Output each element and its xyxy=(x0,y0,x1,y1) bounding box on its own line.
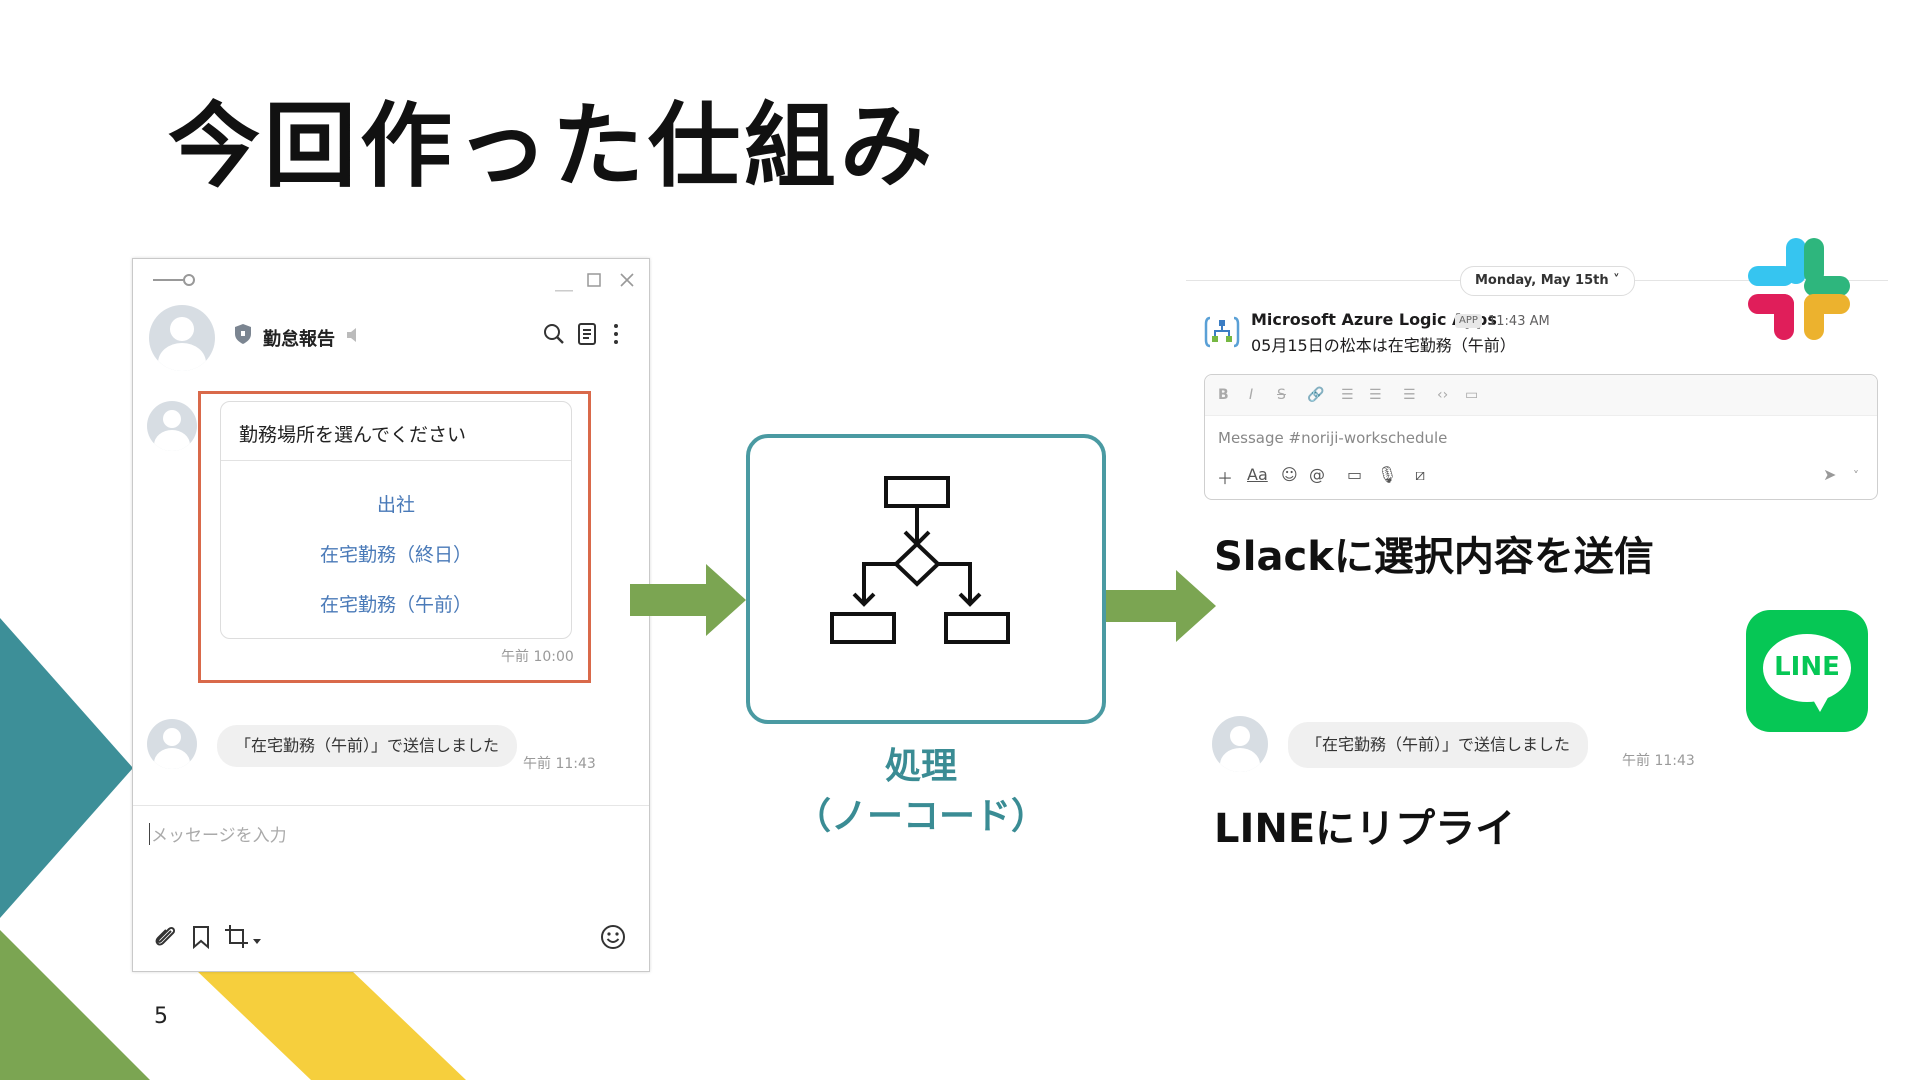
process-box xyxy=(746,434,1106,724)
text-caret xyxy=(149,823,150,845)
flowchart-icon xyxy=(830,476,1010,644)
code-icon[interactable]: ‹› xyxy=(1437,387,1449,403)
arrow-right-1 xyxy=(630,564,746,636)
slack-panel: Monday, May 15th ˅ Microsoft Azure Logic… xyxy=(1186,260,1888,510)
search-icon[interactable] xyxy=(541,321,567,347)
input-divider xyxy=(133,805,649,806)
speaker-icon xyxy=(347,328,356,342)
blockquote-icon[interactable]: ☰ xyxy=(1403,387,1416,403)
yellow-stripe xyxy=(196,970,466,1080)
highlight-frame: 勤務場所を選んでください 出社 在宅勤務（終日） 在宅勤務（午前） 午前 10:… xyxy=(198,391,591,683)
lineworks-chat-window: ＿ 勤怠報告 勤務場所を選んでください 出社 在宅勤務（終日） 在宅勤務（午前）… xyxy=(132,258,650,972)
page-number: 5 xyxy=(154,1004,168,1029)
line-reply-caption: LINEにリプライ xyxy=(1214,806,1516,852)
sent-message-bubble: 「在宅勤務（午前）」で送信しました xyxy=(217,725,518,767)
line-bot-avatar xyxy=(1212,716,1268,772)
line-logo-icon: LINE xyxy=(1746,610,1868,732)
process-label-line2: （ノーコード） xyxy=(794,796,1047,838)
code-block-icon[interactable]: ▭ xyxy=(1465,387,1479,403)
chevron-down-icon[interactable]: ˅ xyxy=(1853,469,1859,483)
attachment-icon[interactable] xyxy=(151,923,179,951)
pin-icon[interactable] xyxy=(153,273,197,287)
date-pill[interactable]: Monday, May 15th ˅ xyxy=(1460,266,1635,296)
option-button-remote-morning[interactable]: 在宅勤務（午前） xyxy=(319,594,472,616)
message-input[interactable]: メッセージを入力 xyxy=(151,826,287,846)
more-vertical-icon[interactable] xyxy=(603,321,629,347)
slide-title: 今回作った仕組み xyxy=(168,93,937,200)
green-triangle xyxy=(0,930,150,1080)
room-name: 勤怠報告 xyxy=(263,329,335,350)
plus-icon[interactable]: ＋ xyxy=(1217,469,1234,488)
teal-triangle xyxy=(0,618,133,918)
slack-logo-icon xyxy=(1748,238,1850,340)
logic-apps-icon xyxy=(1204,316,1240,348)
mention-icon[interactable]: @ xyxy=(1309,465,1325,484)
bot-avatar xyxy=(147,401,197,451)
slack-message: 05月15日の松本は在宅勤務（午前） xyxy=(1251,336,1516,355)
option-button-remote-full-day[interactable]: 在宅勤務（終日） xyxy=(319,544,472,566)
ordered-list-icon[interactable]: ☰ xyxy=(1341,387,1354,403)
composer-input[interactable]: Message #noriji-workschedule xyxy=(1218,429,1448,447)
slack-caption: Slackに選択内容を送信 xyxy=(1214,534,1654,580)
date-pill-text: Monday, May 15th xyxy=(1475,273,1609,288)
bulleted-list-icon[interactable]: ☰ xyxy=(1369,387,1382,403)
card-question: 勤務場所を選んでください xyxy=(239,424,467,446)
slash-command-icon[interactable]: ⧄ xyxy=(1415,465,1426,484)
process-label-line1: 処理 xyxy=(884,746,957,787)
video-icon[interactable]: ▭ xyxy=(1347,465,1363,484)
bold-icon[interactable]: B xyxy=(1218,387,1229,403)
line-reply-bubble: 「在宅勤務（午前）」で送信しました xyxy=(1288,722,1589,768)
chevron-down-icon[interactable] xyxy=(253,939,261,945)
button-template-card: 勤務場所を選んでください 出社 在宅勤務（終日） 在宅勤務（午前） xyxy=(220,401,572,639)
send-icon[interactable]: ➤ xyxy=(1823,465,1837,484)
formatting-toolbar: B I S 🔗 ☰ ☰ ☰ ‹› ▭ xyxy=(1205,375,1877,416)
card-timestamp: 午前 10:00 xyxy=(501,649,574,665)
message-time: 11:43 AM xyxy=(1488,314,1550,329)
notes-icon[interactable] xyxy=(574,321,600,347)
shield-icon xyxy=(235,324,251,344)
app-tag: APP xyxy=(1455,314,1482,328)
strikethrough-icon[interactable]: S xyxy=(1277,387,1286,403)
message-composer: B I S 🔗 ☰ ☰ ☰ ‹› ▭ Message #noriji-works… xyxy=(1204,374,1878,500)
line-reply-time: 午前 11:43 xyxy=(1622,753,1695,769)
minimize-icon[interactable]: ＿ xyxy=(555,273,573,294)
link-icon[interactable]: 🔗 xyxy=(1307,387,1325,403)
bookmark-icon[interactable] xyxy=(187,923,215,951)
crop-screenshot-icon[interactable] xyxy=(223,923,251,951)
microphone-icon[interactable]: 🎙 xyxy=(1377,465,1398,484)
process-label: 処理 （ノーコード） xyxy=(790,742,1052,843)
room-avatar[interactable] xyxy=(149,305,215,371)
bot-avatar xyxy=(147,719,197,769)
close-icon[interactable] xyxy=(619,272,635,288)
maximize-icon[interactable] xyxy=(587,273,601,287)
emoji-icon[interactable] xyxy=(599,923,627,951)
arrow-right-2 xyxy=(1100,570,1216,642)
option-button-office[interactable]: 出社 xyxy=(376,494,415,516)
emoji-icon[interactable]: ☺ xyxy=(1281,465,1298,484)
card-divider xyxy=(221,460,571,461)
italic-icon[interactable]: I xyxy=(1249,387,1254,403)
app-name[interactable]: Microsoft Azure Logic Apps xyxy=(1251,310,1497,329)
line-logo-text: LINE xyxy=(1774,652,1840,682)
text-format-icon[interactable]: Aa xyxy=(1247,465,1268,484)
sent-message-time: 午前 11:43 xyxy=(523,756,596,772)
